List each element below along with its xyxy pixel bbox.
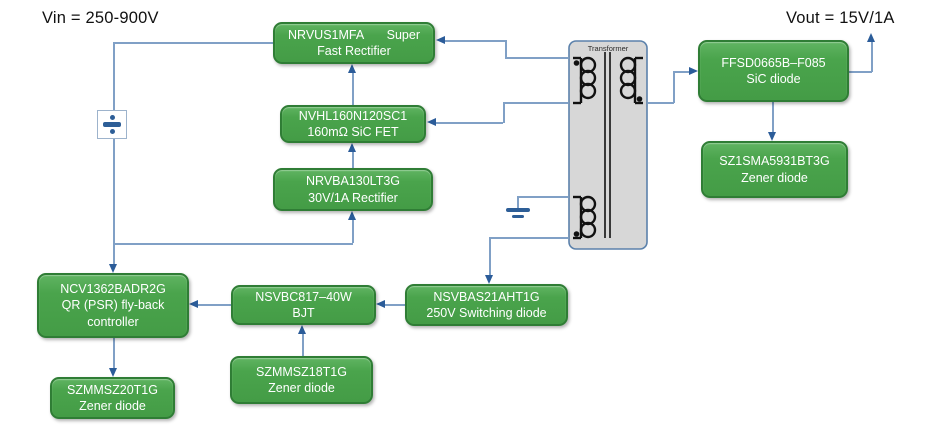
- part-desc: Zener diode: [79, 399, 146, 413]
- wire-segment: [518, 196, 568, 198]
- secondary-winding: [619, 56, 643, 105]
- wire-segment: [673, 71, 690, 73]
- part-desc: QR (PSR) fly-back: [61, 298, 165, 313]
- block-ncv1362badr2g: NCV1362BADR2G QR (PSR) fly-back controll…: [37, 273, 189, 338]
- wire-segment: [505, 57, 568, 59]
- wire-segment: [849, 71, 872, 73]
- wire-segment: [503, 102, 505, 123]
- part-desc: controller: [87, 314, 139, 329]
- wire-segment: [871, 41, 873, 72]
- phase-dot: [573, 231, 580, 237]
- phase-dot: [636, 96, 643, 102]
- arrowhead: [768, 132, 776, 141]
- part-desc: SiC diode: [746, 72, 801, 86]
- primary-winding: [573, 56, 597, 105]
- part-desc: Fast Rectifier: [317, 44, 391, 58]
- arrowhead: [376, 300, 385, 308]
- arrowhead: [298, 325, 306, 334]
- arrowhead: [689, 67, 698, 75]
- transformer-graphic: [568, 40, 648, 250]
- wire-segment: [352, 151, 354, 168]
- arrowhead: [485, 275, 493, 284]
- wire-segment: [352, 72, 354, 105]
- capacitor-bar: [103, 122, 121, 127]
- arrowhead: [436, 36, 445, 44]
- part-desc: Zener diode: [268, 381, 335, 395]
- wire-segment: [648, 102, 674, 104]
- wire-segment: [113, 42, 115, 110]
- part-number: SZ1SMA5931BT3G: [719, 154, 830, 169]
- capacitor-dot: [109, 115, 115, 121]
- arrowhead: [867, 33, 875, 42]
- wire-segment: [113, 244, 115, 266]
- wire-segment: [384, 304, 405, 306]
- block-ffsd0665b: FFSD0665B–F085 SiC diode: [698, 40, 849, 102]
- arrowhead: [348, 143, 356, 152]
- vin-label: Vin = 250-900V: [42, 9, 159, 27]
- aux-winding: [573, 195, 597, 240]
- part-number: NCV1362BADR2G: [60, 282, 166, 297]
- block-nvhl160n120sc1: NVHL160N120SC1 160mΩ SiC FET: [280, 105, 426, 143]
- block-nrvus1mfa: NRVUS1MFA Super Fast Rectifier: [273, 22, 435, 64]
- wire-segment: [489, 237, 491, 276]
- part-desc: 160mΩ SiC FET: [307, 125, 399, 139]
- wire-segment: [113, 243, 353, 245]
- part-desc: 30V/1A Rectifier: [308, 190, 398, 205]
- block-sz1sma5931bt3g: SZ1SMA5931BT3G Zener diode: [701, 141, 848, 198]
- wire-segment: [772, 102, 774, 133]
- block-szmmsz18t1g: SZMMSZ18T1G Zener diode: [230, 356, 373, 404]
- part-number: NRVBA130LT3G: [305, 174, 401, 189]
- wire-segment: [352, 219, 354, 243]
- part-number: NSVBAS21AHT1G: [433, 289, 540, 304]
- part-desc: 250V Switching diode: [426, 306, 547, 320]
- part-number: NRVUS1MFA: [288, 27, 365, 42]
- wire-segment: [503, 102, 568, 104]
- wire-segment: [197, 304, 231, 306]
- wire-segment: [435, 122, 503, 124]
- part-desc: Super: [386, 27, 420, 42]
- part-number: FFSD0665B–F085: [721, 55, 826, 70]
- arrowhead: [348, 64, 356, 73]
- capacitor-symbol: [97, 110, 127, 139]
- part-number: NSVBC817–40W: [255, 289, 352, 304]
- part-desc: Zener diode: [741, 170, 808, 185]
- wire-segment: [444, 40, 505, 42]
- wire-segment: [113, 42, 273, 44]
- part-number: SZMMSZ18T1G: [256, 364, 347, 379]
- wire-segment: [489, 237, 568, 239]
- ground-bar: [512, 214, 524, 218]
- block-nsvbc817: NSVBC817–40W BJT: [231, 285, 376, 325]
- part-desc: BJT: [292, 306, 315, 320]
- arrowhead: [348, 211, 356, 220]
- block-nsvbas21aht1g: NSVBAS21AHT1G 250V Switching diode: [405, 284, 568, 326]
- transformer-label: Transformer: [587, 44, 629, 53]
- part-number: NVHL160N120SC1: [298, 108, 408, 123]
- vout-label: Vout = 15V/1A: [786, 9, 895, 27]
- wire-segment: [113, 338, 115, 369]
- arrowhead: [427, 118, 436, 126]
- wire-segment: [113, 139, 115, 244]
- wire-segment: [505, 40, 507, 58]
- arrowhead: [109, 368, 117, 377]
- arrowhead: [189, 300, 198, 308]
- block-nrvba130lt3g: NRVBA130LT3G 30V/1A Rectifier: [273, 168, 433, 211]
- block-szmmsz20t1g: SZMMSZ20T1G Zener diode: [50, 377, 175, 419]
- wire-segment: [673, 71, 675, 103]
- capacitor-dot: [109, 128, 115, 134]
- part-number: SZMMSZ20T1G: [67, 382, 158, 397]
- wire-segment: [517, 196, 519, 208]
- arrowhead: [109, 264, 117, 273]
- ground-bar: [506, 208, 530, 212]
- wire-segment: [302, 333, 304, 356]
- phase-dot: [573, 60, 580, 66]
